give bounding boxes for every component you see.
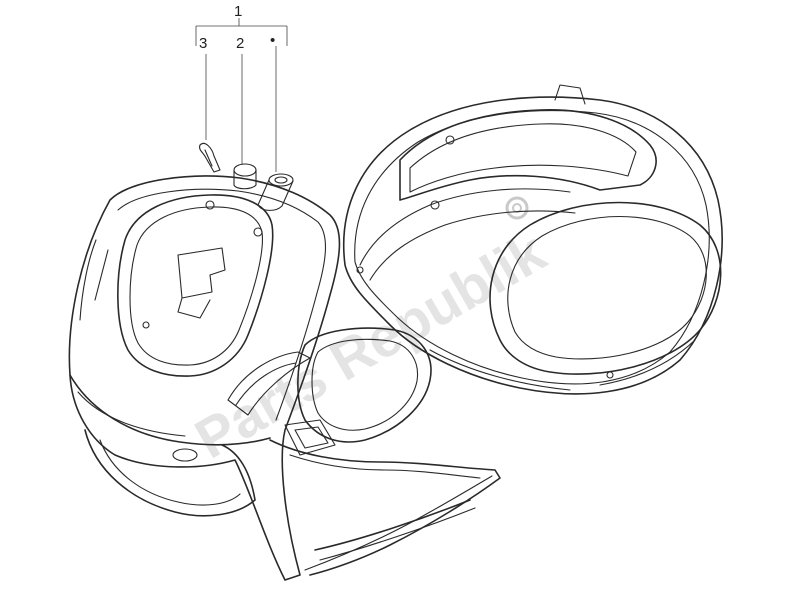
part-3-clip [199,142,221,173]
callout-label-2: 2 [236,35,244,52]
part-2-bushing [233,163,257,190]
rear-body-shell [343,84,723,395]
callout-label-1: 1 [234,3,242,20]
callout-bracket [195,18,288,46]
callout-label-3: 3 [199,35,207,52]
front-shield-and-floorboard [68,175,501,581]
leader-lines [205,46,277,172]
part-1-tube [257,173,294,211]
callout-marker: • [270,32,275,49]
gear-icon [505,196,529,220]
